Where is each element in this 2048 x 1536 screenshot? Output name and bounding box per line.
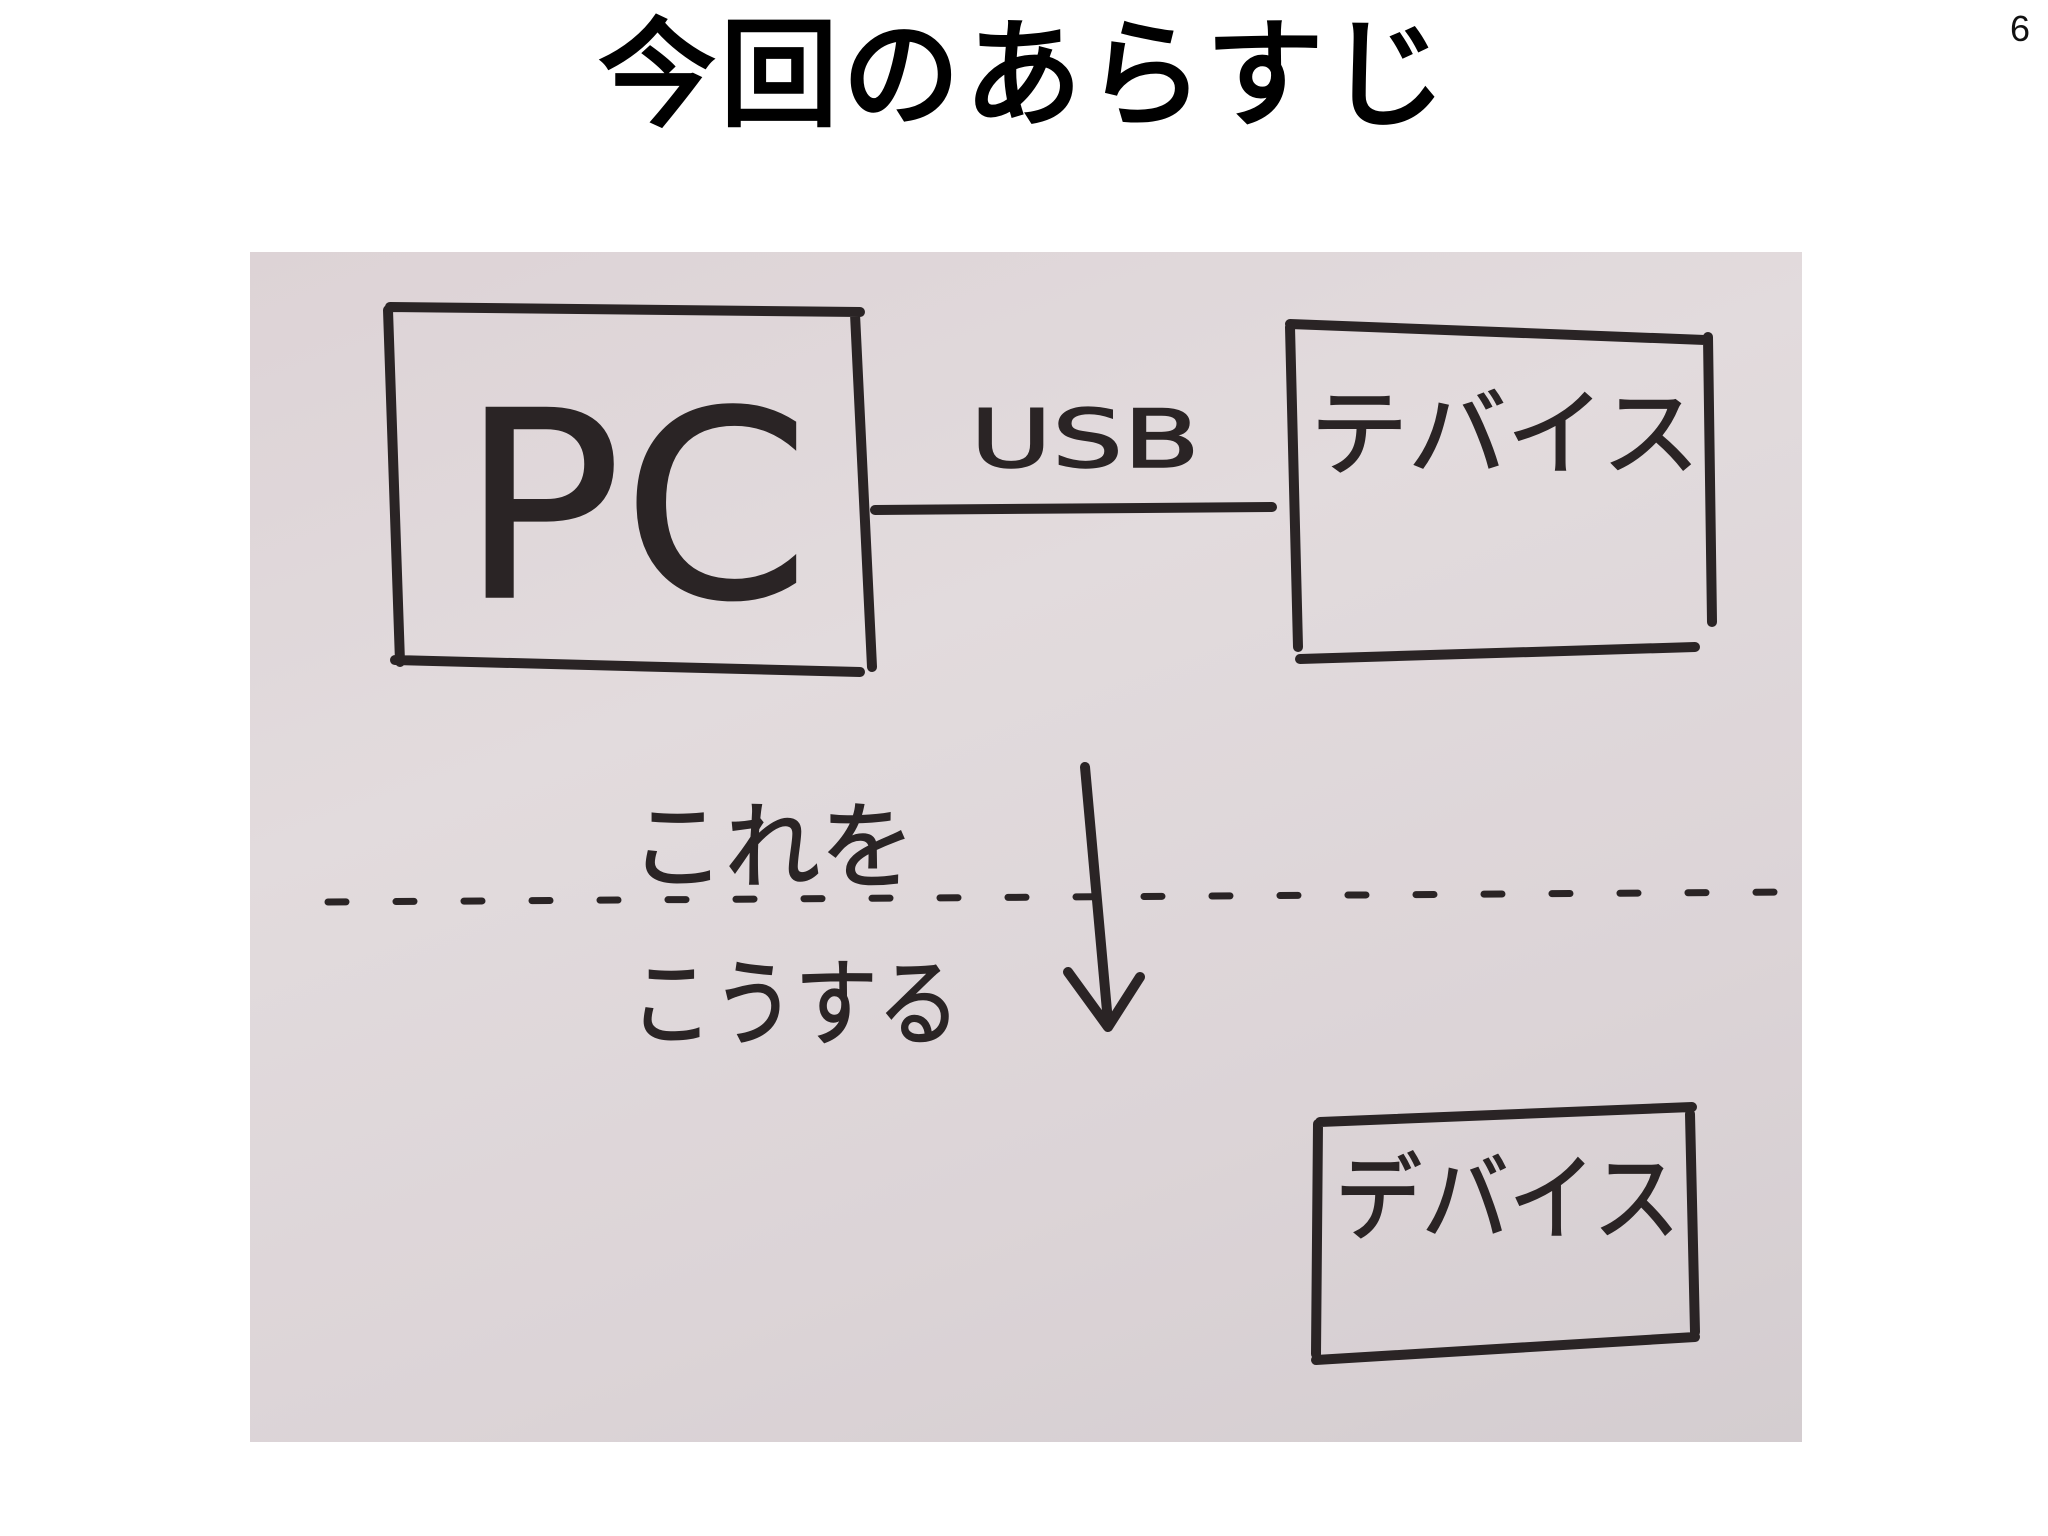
device-top-box xyxy=(1285,319,1717,664)
device-top-label: テバイス xyxy=(1310,380,1700,490)
caption-line2: こうする xyxy=(630,950,960,1060)
caption-line1: これを xyxy=(630,793,915,903)
dashed-separator xyxy=(324,888,1802,906)
device-bottom-box xyxy=(1311,1102,1700,1365)
slide-title: 今回のあらすじ xyxy=(598,6,1450,144)
whiteboard-photo: PC USB テバイス これを こうする デバイス xyxy=(250,252,1802,1442)
device-bottom-label: デバイス xyxy=(1335,1145,1680,1255)
usb-line xyxy=(870,502,1277,515)
pc-box xyxy=(383,302,877,677)
whiteboard-sketch: PC USB テバイス これを こうする デバイス xyxy=(324,302,1802,1365)
pc-label: PC xyxy=(460,357,810,659)
page-number: 6 xyxy=(2009,8,2030,49)
usb-label: USB xyxy=(970,393,1200,486)
